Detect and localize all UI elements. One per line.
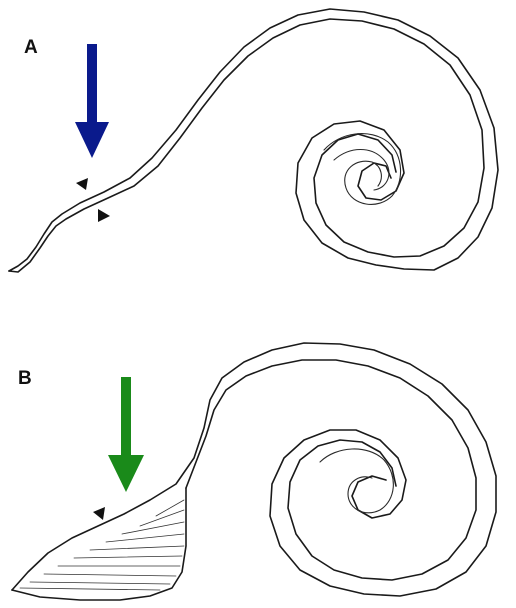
panel-a-label: A — [24, 37, 38, 59]
panel-b-label: B — [18, 368, 32, 390]
panel-a-inner-contour — [9, 19, 484, 272]
panel-a-drawing — [9, 9, 498, 272]
panel-b-arrowhead — [93, 507, 105, 520]
panel-b-inner-contour — [186, 360, 476, 580]
panel-a-pointer-arrow — [75, 44, 109, 158]
panel-a-arrowhead-lower — [98, 209, 110, 222]
panel-b-drawing — [12, 343, 496, 600]
panel-a-arrowhead-upper — [76, 178, 88, 190]
panel-b-spiral — [320, 449, 393, 513]
panel-b-pointer-arrow — [108, 377, 144, 492]
panel-a-outer-contour — [9, 9, 498, 271]
